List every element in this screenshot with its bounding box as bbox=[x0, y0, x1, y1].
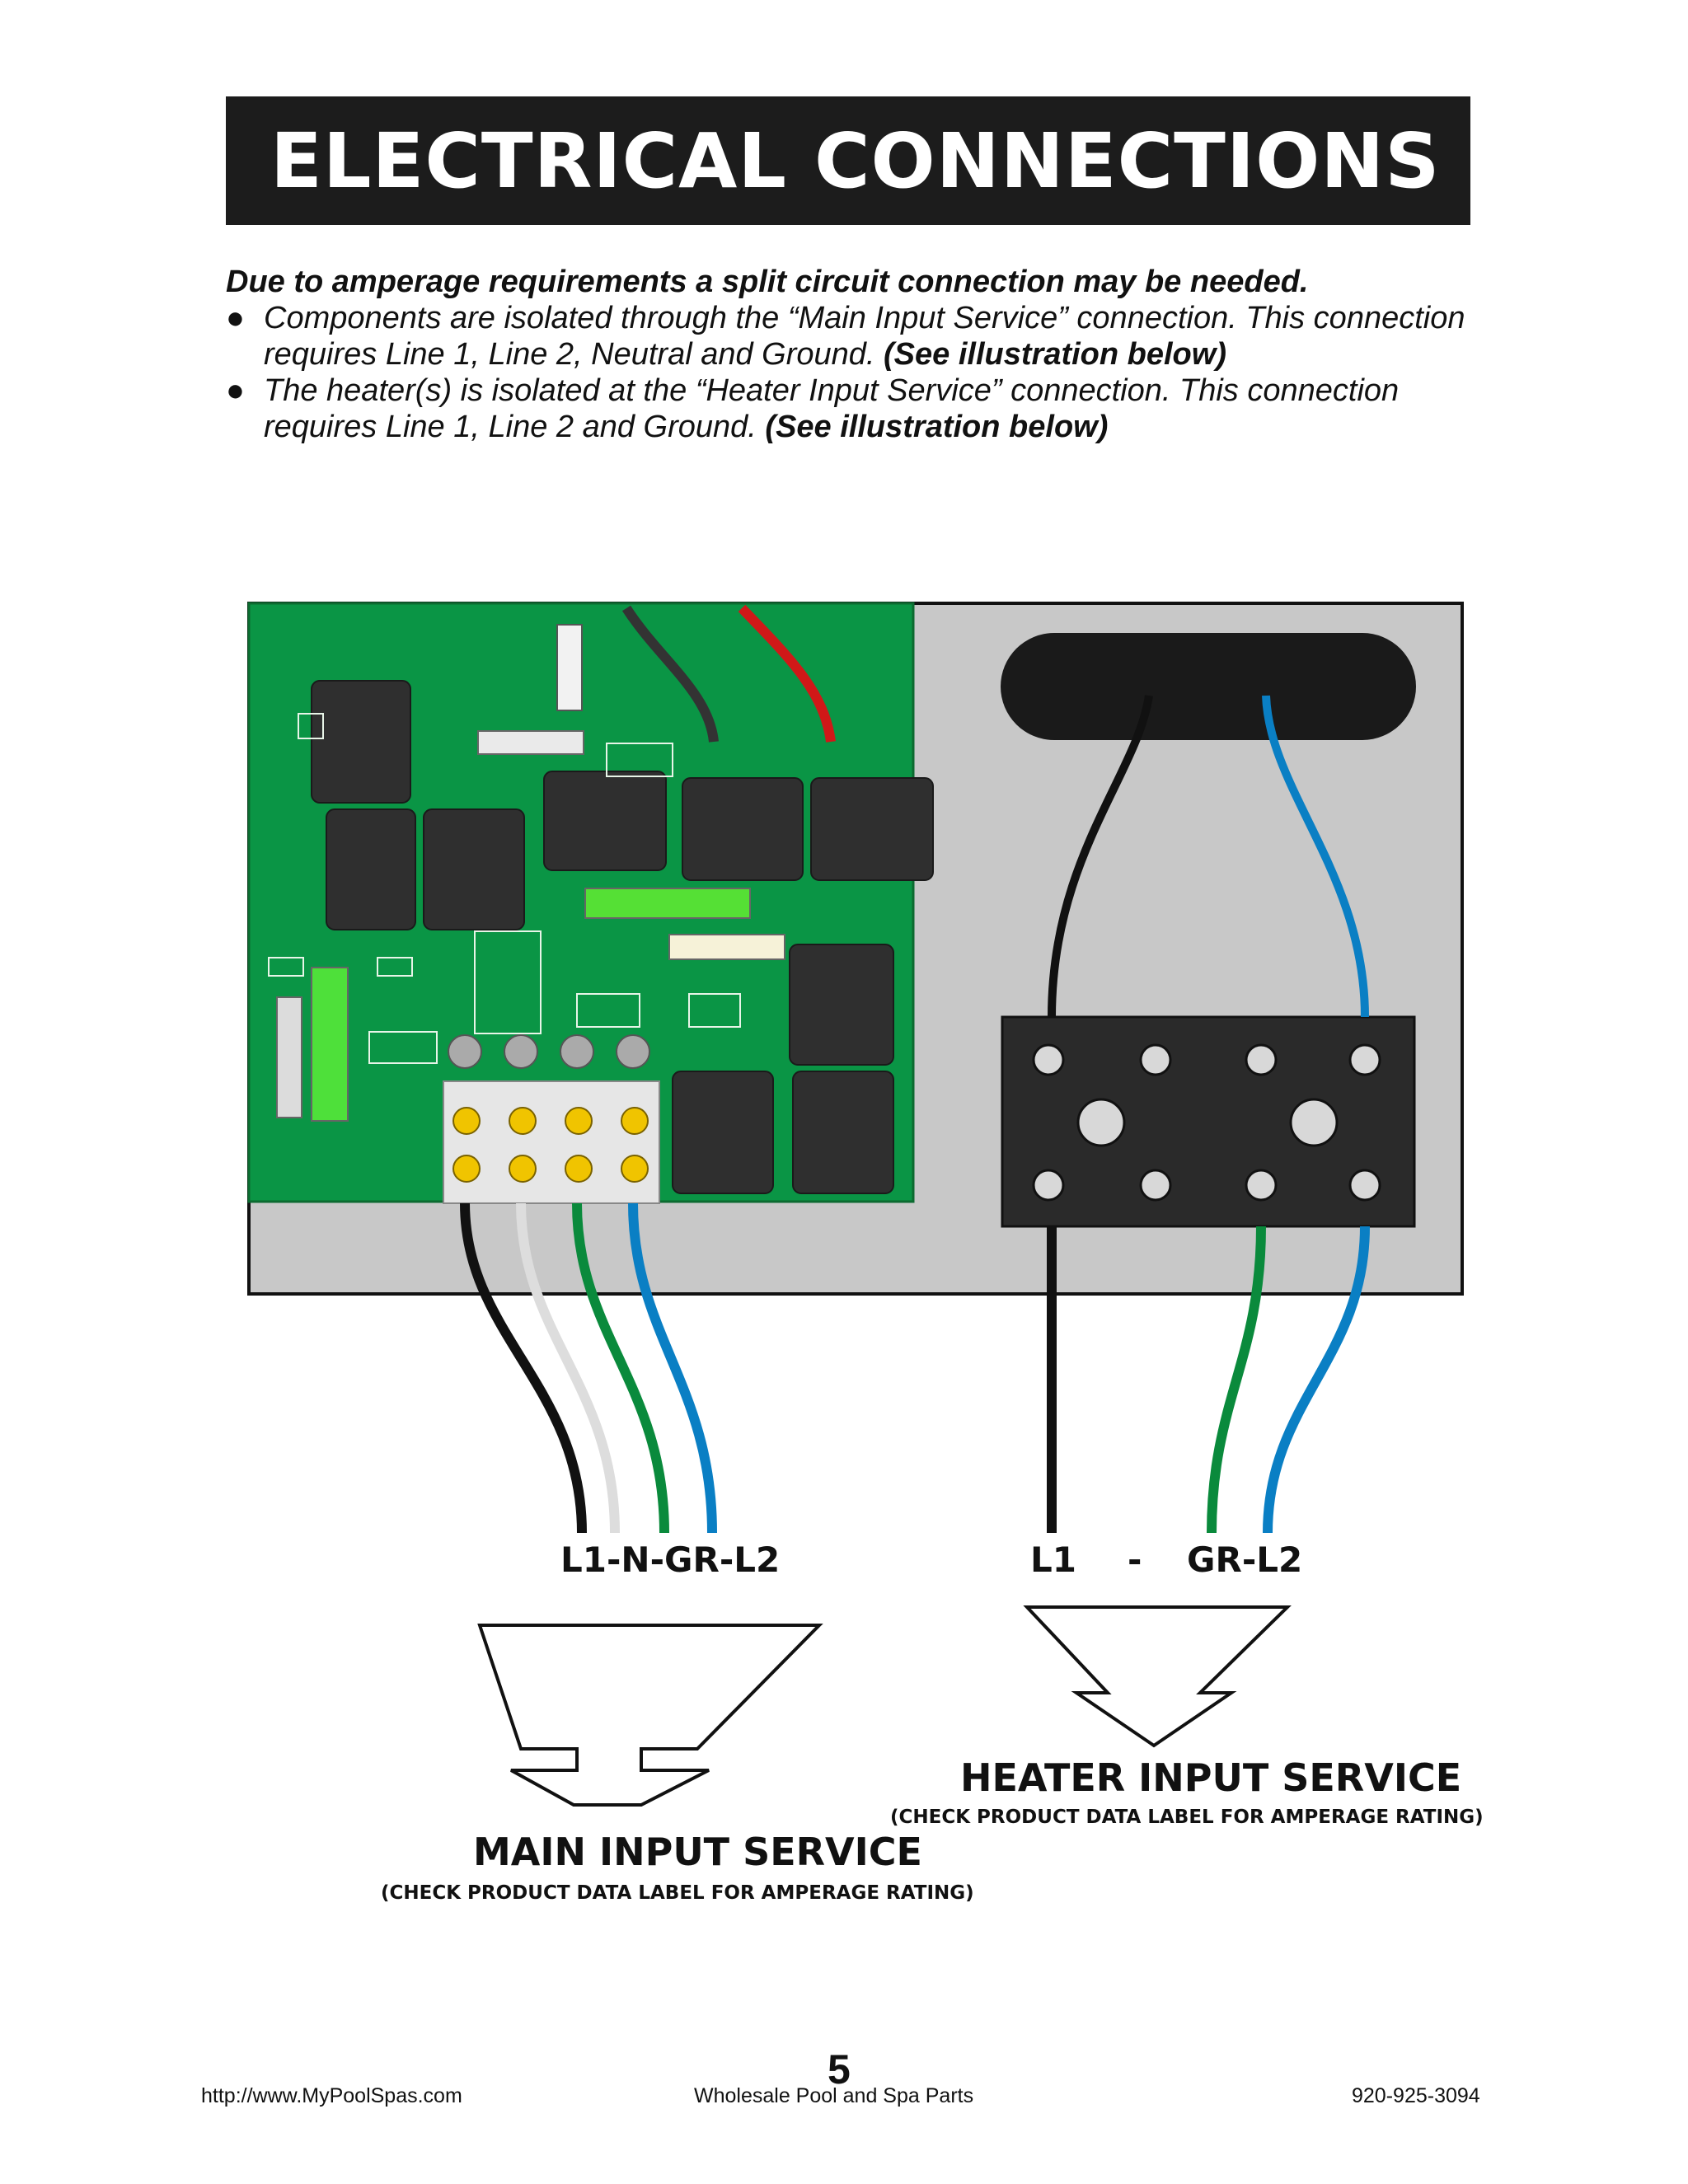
bullet-item: ● Components are isolated through the “M… bbox=[226, 300, 1479, 373]
fuses bbox=[276, 730, 785, 1122]
relay bbox=[423, 808, 525, 930]
relay bbox=[792, 1071, 894, 1194]
bullet-text: Components are isolated through the “Mai… bbox=[264, 301, 1465, 372]
heater-service-title: HEATER INPUT SERVICE bbox=[960, 1755, 1462, 1800]
main-service-title: MAIN INPUT SERVICE bbox=[473, 1830, 922, 1874]
bullet-icon: ● bbox=[226, 373, 245, 408]
heater-wire-label-gr-l2: GR-L2 bbox=[1187, 1540, 1303, 1580]
heater-black-wire bbox=[1048, 695, 1153, 1018]
fuse bbox=[584, 888, 751, 919]
relay bbox=[789, 944, 894, 1066]
footer-url[interactable]: http://www.MyPoolSpas.com bbox=[201, 2084, 462, 2107]
heater-l2-wire bbox=[1263, 1226, 1370, 1534]
title-suffix: (Split) bbox=[1467, 131, 1688, 202]
fuse-holder bbox=[276, 996, 302, 1118]
relays bbox=[311, 680, 934, 1194]
heater-blue-wire bbox=[1262, 695, 1369, 1018]
footer-company: Wholesale Pool and Spa Parts bbox=[694, 2084, 974, 2107]
title-main: ELECTRICAL CONNECTIONS bbox=[270, 117, 1441, 205]
bullet-icon: ● bbox=[226, 301, 245, 335]
pin-header bbox=[556, 624, 583, 711]
page-number: 5 bbox=[828, 2046, 851, 2093]
bullet-ref: (See illustration below) bbox=[884, 337, 1226, 372]
red-internal-wire bbox=[738, 604, 836, 743]
fuse bbox=[668, 934, 785, 960]
board-pads bbox=[268, 713, 741, 1064]
main-terminal-block bbox=[443, 1034, 660, 1204]
heater-wire-label-l1: L1 bbox=[1030, 1540, 1076, 1580]
main-service-note: (CHECK PRODUCT DATA LABEL FOR AMPERAGE R… bbox=[381, 1882, 974, 1904]
bullet-text: The heater(s) is isolated at the “Heater… bbox=[264, 373, 1400, 444]
relay bbox=[810, 777, 934, 881]
intro-text: Due to amperage requirements a split cir… bbox=[226, 264, 1479, 445]
heater-wire-label-dash: - bbox=[1128, 1540, 1142, 1580]
main-blue-wire bbox=[628, 1202, 717, 1534]
relay bbox=[682, 777, 804, 881]
bullet-item: ● The heater(s) is isolated at the “Heat… bbox=[226, 373, 1479, 445]
heater-service-arrow bbox=[1023, 1605, 1292, 1748]
black-internal-wire bbox=[621, 605, 719, 743]
main-white-wire bbox=[516, 1202, 620, 1534]
main-wire-label: L1-N-GR-L2 bbox=[560, 1540, 781, 1580]
heater-opening bbox=[1001, 633, 1416, 740]
footer-phone: 920-925-3094 bbox=[1352, 2084, 1480, 2107]
heater-service-note: (CHECK PRODUCT DATA LABEL FOR AMPERAGE R… bbox=[890, 1807, 1484, 1828]
relay bbox=[326, 808, 416, 930]
heater-gr-wire bbox=[1207, 1226, 1266, 1534]
main-black-wire bbox=[460, 1202, 587, 1534]
main-service-arrow bbox=[477, 1624, 823, 1807]
intro-lead: Due to amperage requirements a split cir… bbox=[226, 265, 1309, 299]
main-green-wire bbox=[572, 1202, 669, 1534]
fuse bbox=[311, 967, 349, 1122]
fuse bbox=[477, 730, 584, 755]
bullet-ref: (See illustration below) bbox=[765, 410, 1109, 444]
relay bbox=[311, 680, 411, 804]
relay bbox=[543, 771, 667, 871]
page-title: ELECTRICAL CONNECTIONS (Split) bbox=[270, 116, 1688, 212]
heater-terminal-block bbox=[1001, 1015, 1416, 1228]
relay bbox=[672, 1071, 774, 1194]
title-bar: ELECTRICAL CONNECTIONS (Split) bbox=[226, 96, 1687, 225]
